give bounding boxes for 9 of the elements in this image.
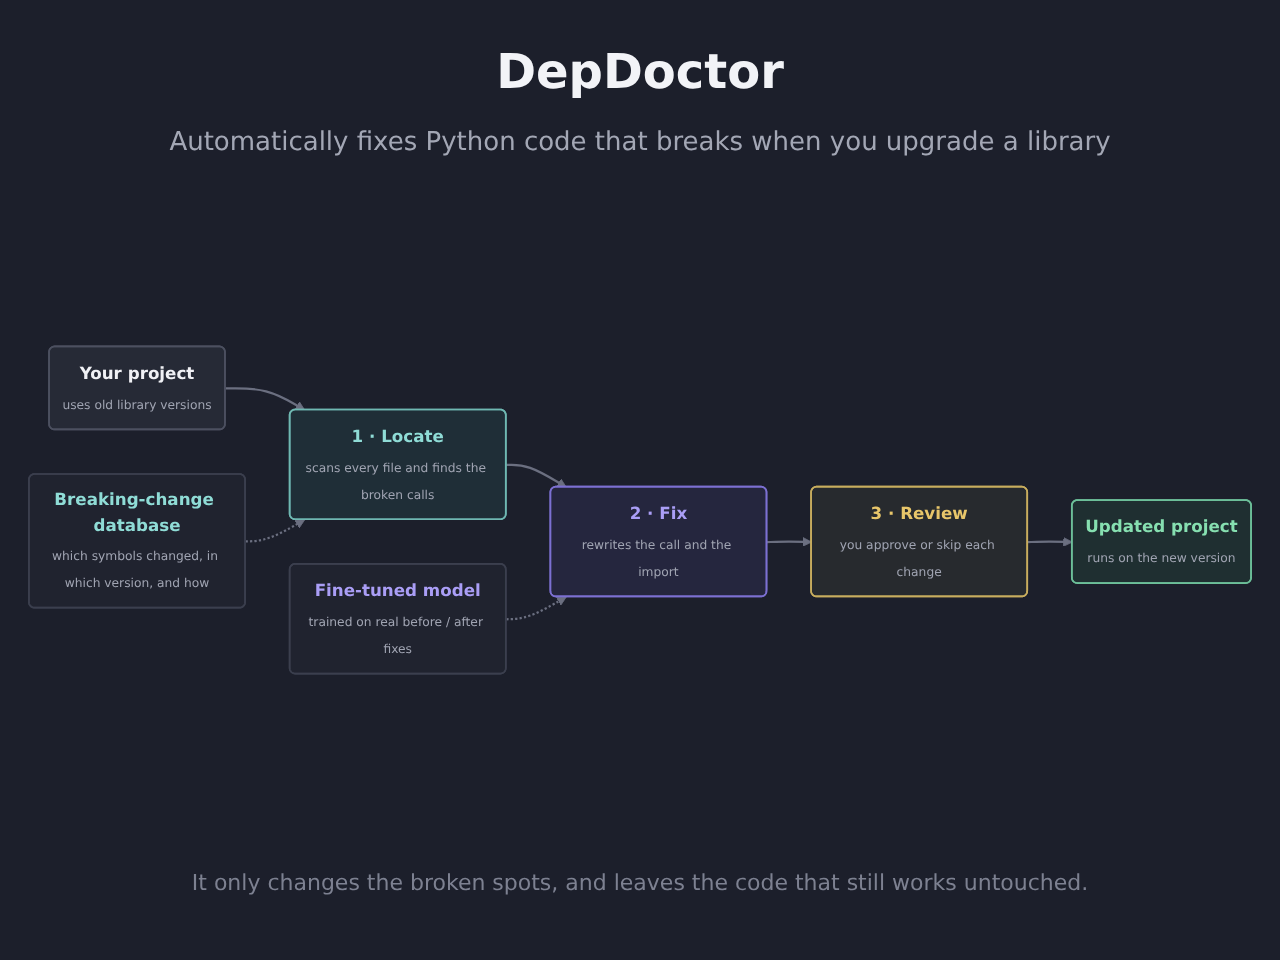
arrow (245, 519, 306, 543)
arrow (767, 537, 813, 547)
diagram-title: DepDoctor (494, 44, 786, 100)
caption-note: It only changes the broken spots, and leaves the code that still works untouched. (189, 870, 1091, 896)
subtitle: Automatically fixes Python code that breaks when you upgrade a library (169, 128, 1111, 158)
arrow (506, 596, 567, 621)
arrow (225, 387, 306, 411)
arrow (506, 463, 567, 488)
arrow (1027, 537, 1073, 547)
